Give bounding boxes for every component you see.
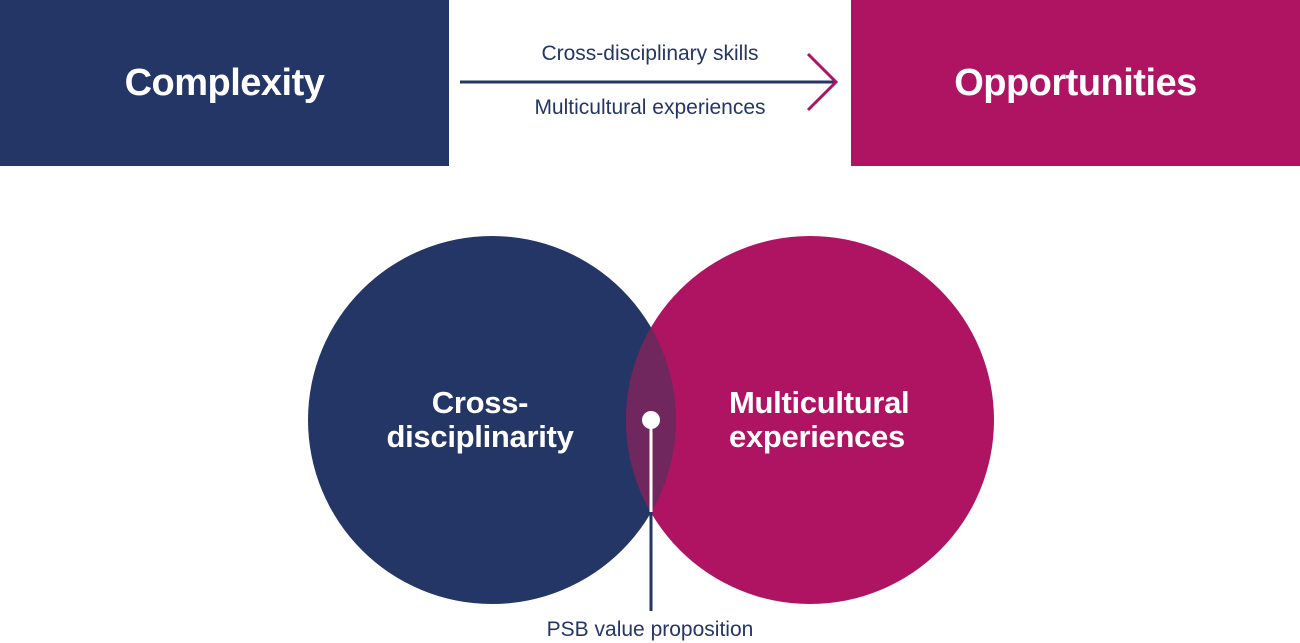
opportunities-box: Opportunities — [851, 0, 1300, 166]
pointer-dot — [642, 411, 660, 429]
arrow-label-bottom: Multicultural experiences — [534, 96, 766, 119]
complexity-box: Complexity — [0, 0, 449, 166]
cross-disciplinarity-circle — [308, 236, 676, 604]
complexity-label: Complexity — [124, 61, 325, 104]
multicultural-line1: Multicultural — [729, 385, 910, 420]
arrow-head-icon — [806, 52, 839, 112]
cross-disciplinarity-label: Cross- disciplinarity — [360, 386, 600, 454]
multicultural-experiences-circle — [626, 236, 994, 604]
arrow-label-top: Cross-disciplinary skills — [541, 42, 759, 65]
cross-disciplinarity-line2: disciplinarity — [386, 419, 574, 454]
opportunities-label: Opportunities — [954, 61, 1197, 104]
cross-disciplinarity-line1: Cross- — [431, 385, 529, 420]
psb-value-proposition-label: PSB value proposition — [546, 618, 754, 641]
multicultural-line2: experiences — [729, 419, 905, 454]
multicultural-experiences-label: Multicultural experiences — [729, 386, 989, 454]
